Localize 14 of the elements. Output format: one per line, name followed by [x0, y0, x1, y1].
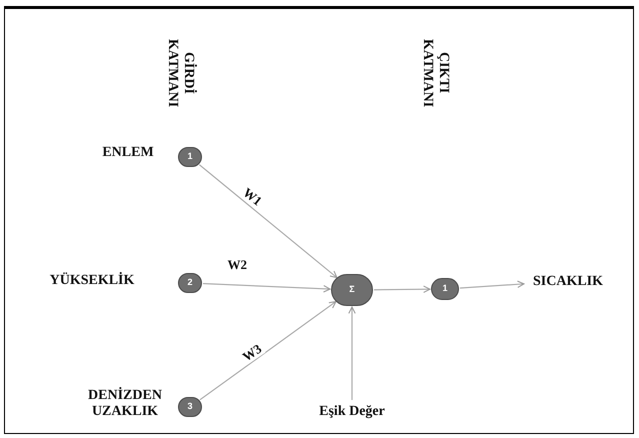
- arrow: [348, 306, 356, 400]
- node-label: SICAKLIK: [526, 272, 610, 290]
- arrow: [374, 286, 431, 293]
- arrow: [198, 164, 338, 278]
- arrow: [202, 283, 331, 292]
- node-label: Eşik Değer: [306, 402, 398, 420]
- input-label: YÜKSEKLİK: [48, 273, 136, 289]
- weight-label: W2: [226, 258, 248, 272]
- layer-label: ÇIKTI KATMANI: [419, 38, 451, 110]
- input-label: ENLEM: [101, 145, 155, 161]
- arrow: [200, 301, 336, 400]
- layer-label: GİRDİ KATMANI: [164, 38, 196, 110]
- input-label: DENİZDEN UZAKLIK: [87, 388, 163, 420]
- arrow: [460, 280, 525, 289]
